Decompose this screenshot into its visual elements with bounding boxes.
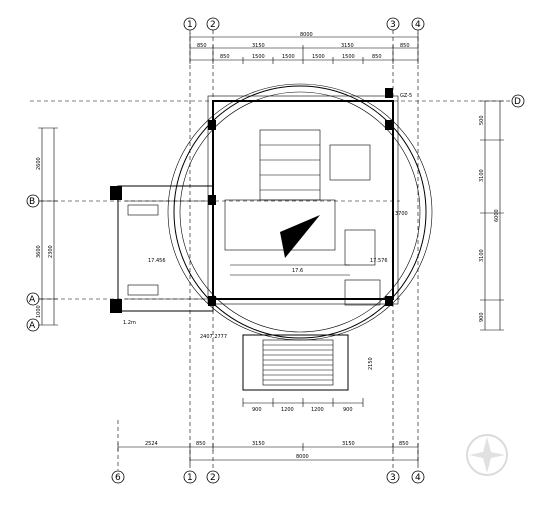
axis-top-3: 3: [390, 20, 396, 30]
axis-top-1: 1: [187, 20, 193, 30]
dim-left-b: 3600: [36, 245, 42, 258]
dim-top-r2-e: 1500: [342, 54, 355, 60]
dim-stair-c: 1200: [311, 407, 324, 413]
top-dimension-chain: 8000 850 3150 3150 850 850 1500 1500 150…: [189, 32, 419, 64]
left-annex: 17.456 1.2m: [110, 185, 214, 326]
dim-top-r2-f: 850: [372, 54, 382, 60]
dim-top-r1-b: 3150: [252, 43, 265, 49]
note-left: 1.2m: [123, 320, 136, 326]
top-axis-bubbles: 1 2 3 4: [183, 17, 425, 31]
dim-right-mid: 3700: [395, 211, 408, 217]
elev-right: 17.576: [370, 258, 388, 264]
axis-top-2: 2: [210, 20, 216, 30]
axis-top-4: 4: [415, 20, 421, 30]
axis-bot-4: 4: [415, 473, 421, 483]
gz-label: GZ-5: [400, 93, 412, 99]
axis-bot-6: 6: [115, 473, 121, 483]
dim-top-r1-a: 850: [197, 43, 207, 49]
dim-top-r1-c: 3150: [341, 43, 354, 49]
dim-right-a: 500: [479, 115, 485, 125]
dim-bot-c: 3150: [252, 441, 265, 447]
note-bottom: 2407.2777: [200, 334, 227, 340]
dim-right-c: 3100: [479, 249, 485, 262]
interior-details: 17.576 17.6 2407.2777 GZ-5: [200, 93, 412, 340]
dim-stair-a: 900: [252, 407, 262, 413]
right-axis-bubble: D: [511, 94, 525, 108]
dim-right-total: 6000: [494, 209, 500, 222]
dim-stair-d: 900: [343, 407, 353, 413]
axis-left-a: A: [29, 295, 36, 305]
lower-stair: 900 1200 1200 900 2150: [242, 334, 374, 413]
dim-right-b: 3100: [479, 169, 485, 182]
dim-stair-side: 2150: [368, 357, 374, 370]
watermark-logo: [466, 434, 508, 476]
dim-bot-a: 2524: [145, 441, 158, 447]
dim-top-r2-b: 1500: [252, 54, 265, 60]
axis-left-b: B: [29, 197, 35, 207]
bottom-axis-bubbles: 6 1 2 3 4: [111, 470, 425, 484]
axis-left-a2: A: [29, 321, 36, 331]
dim-top-r2-d: 1500: [312, 54, 325, 60]
dim-bot-e: 850: [399, 441, 409, 447]
axis-bot-3: 3: [390, 473, 396, 483]
dim-top-r2-a: 850: [220, 54, 230, 60]
axis-bot-2: 2: [210, 473, 216, 483]
dim-bot-total: 8000: [296, 454, 309, 460]
dim-left-a: 2600: [36, 157, 42, 170]
dim-left-c: 2300: [48, 245, 54, 258]
axis-right-d: D: [514, 97, 521, 107]
dim-bot-d: 3150: [342, 441, 355, 447]
elev-center: 17.6: [292, 268, 303, 274]
dim-right-d: 900: [479, 312, 485, 322]
dim-top-r2-c: 1500: [282, 54, 295, 60]
dim-top-total: 8000: [300, 32, 313, 38]
dim-left-d: 1000: [36, 305, 42, 318]
bottom-dimension-chain: 2524 850 3150 3150 850 8000: [117, 441, 419, 464]
dim-top-r1-d: 850: [400, 43, 410, 49]
dim-bot-b: 850: [196, 441, 206, 447]
dim-stair-b: 1200: [281, 407, 294, 413]
left-dimension-chain: 2600 3600 2300 1000: [36, 127, 58, 326]
elev-left: 17.456: [148, 258, 166, 264]
right-dimension-chain: 500 3100 3100 900 6000 3700: [395, 100, 504, 331]
axis-bot-1: 1: [187, 473, 193, 483]
